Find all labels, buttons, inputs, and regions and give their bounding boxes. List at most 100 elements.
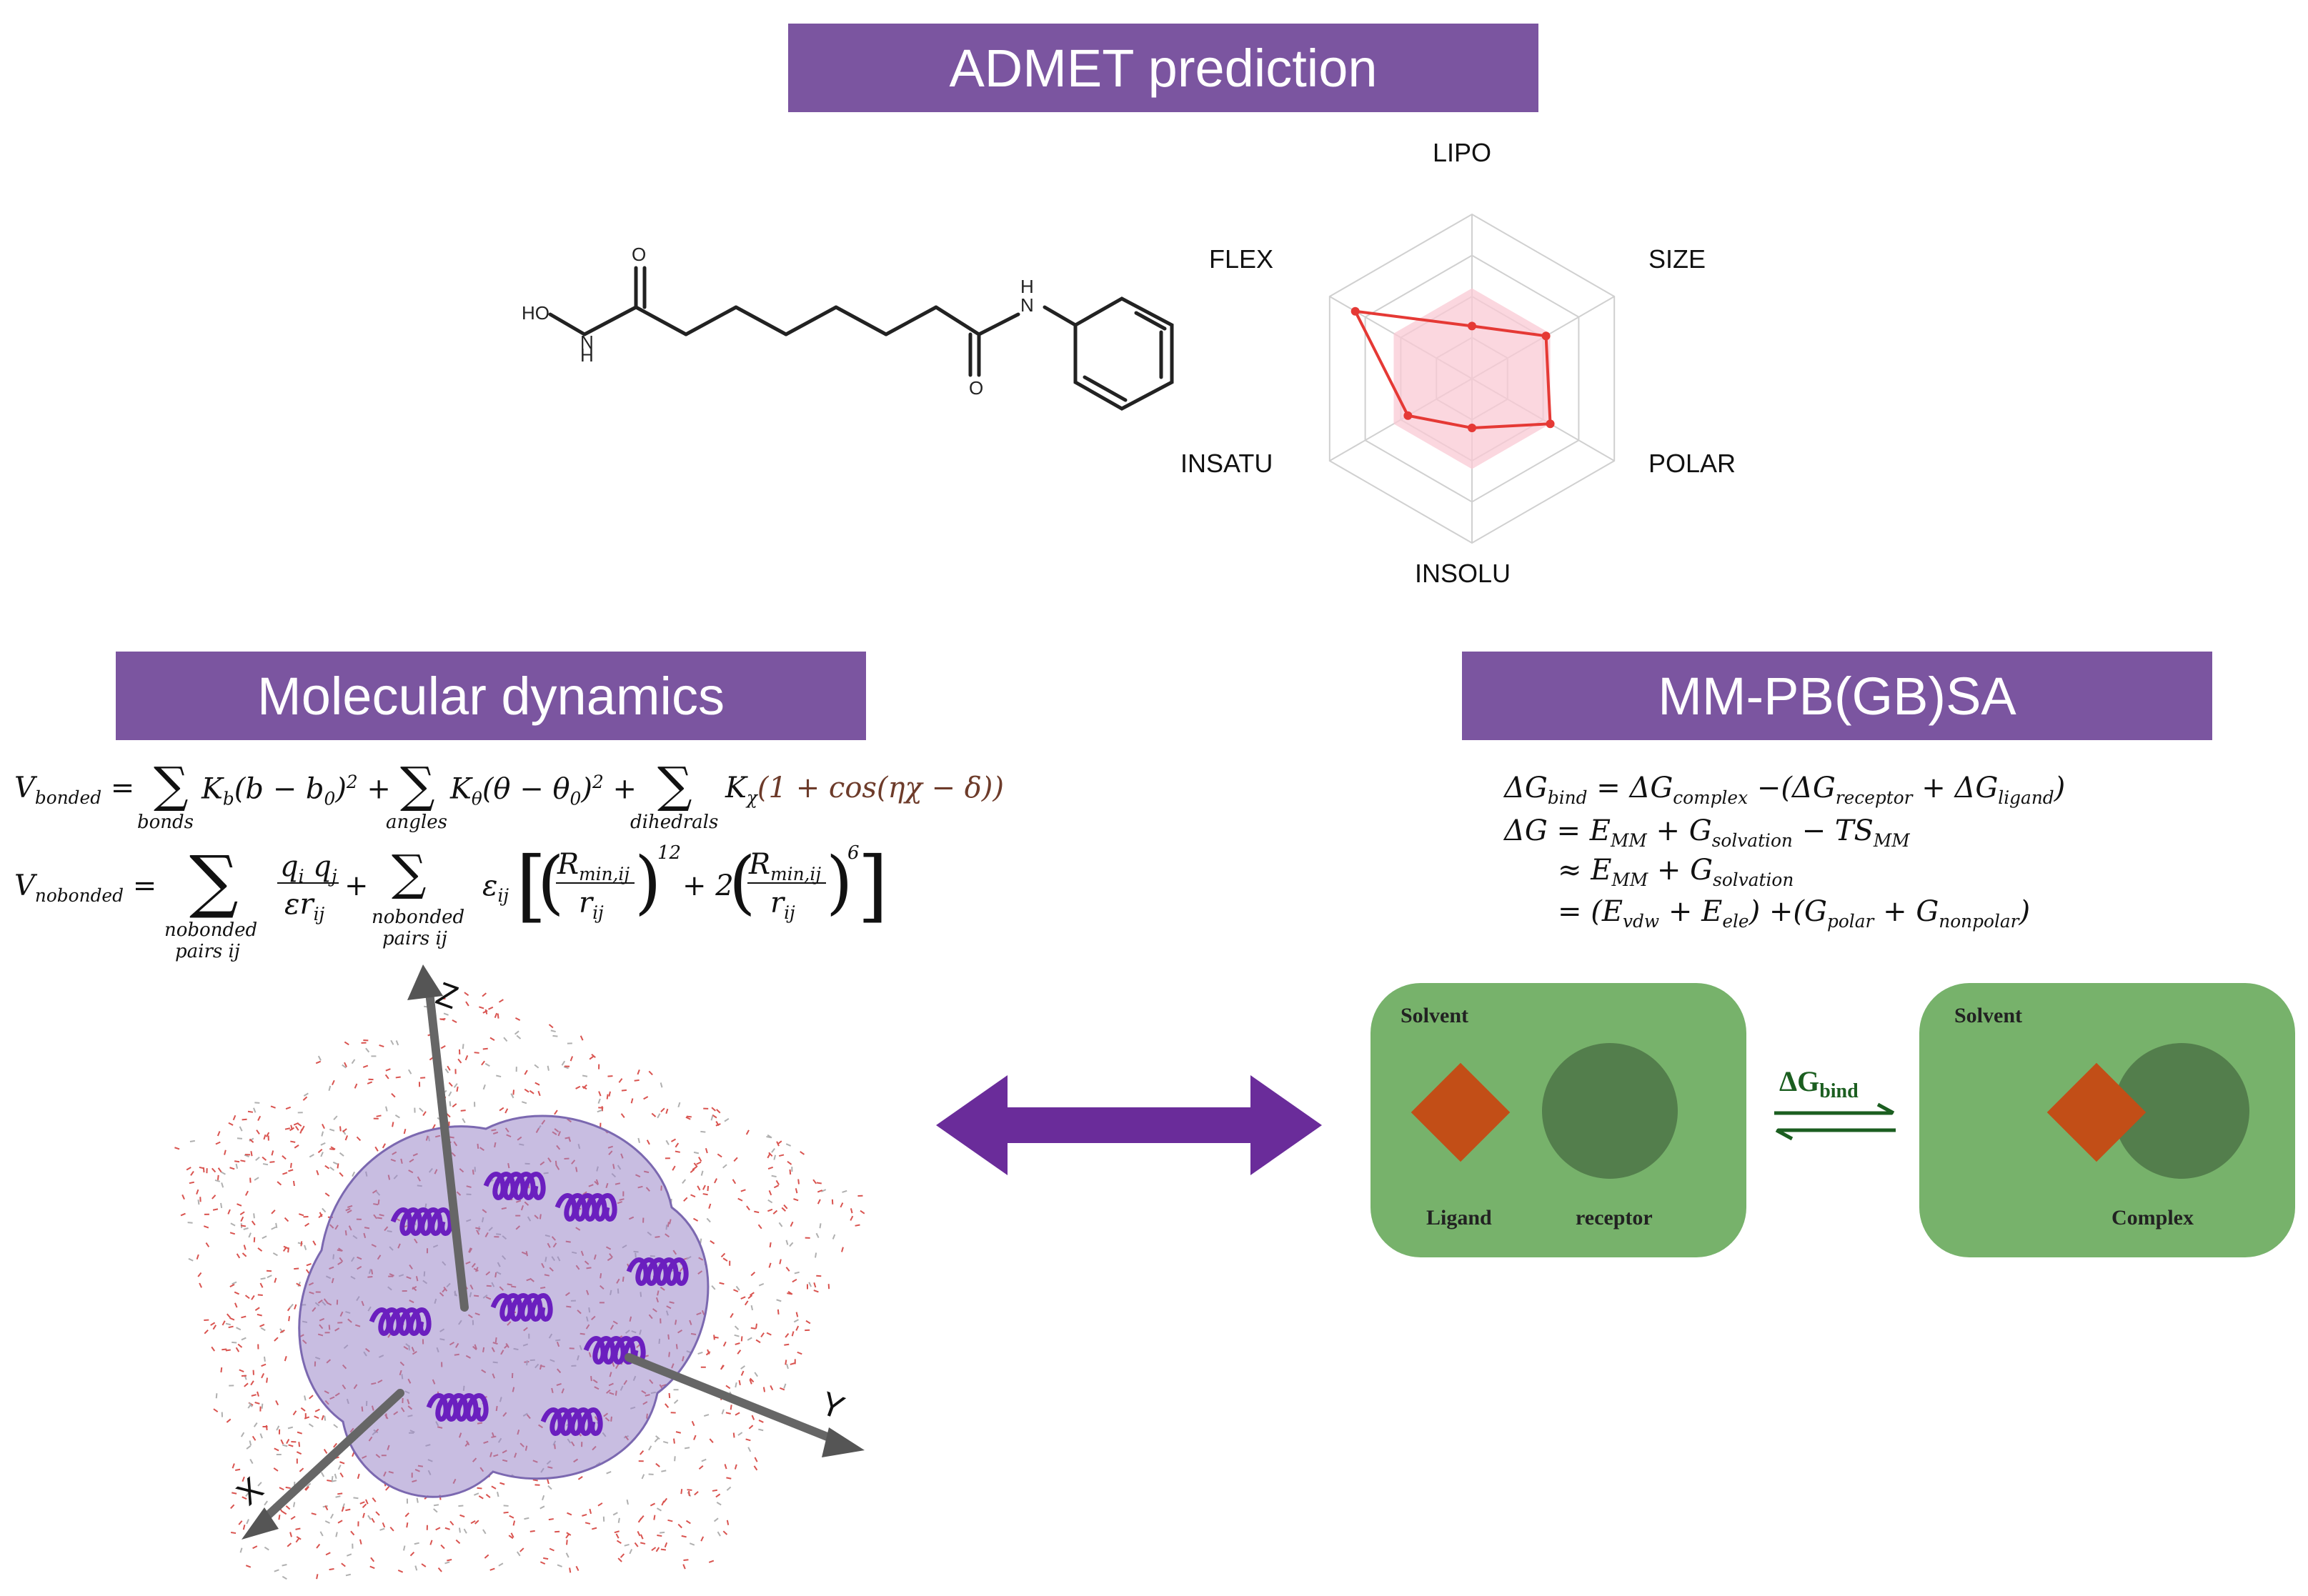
water-molecule bbox=[721, 1409, 725, 1415]
water-molecule bbox=[664, 1542, 668, 1548]
water-molecule bbox=[240, 1225, 247, 1227]
water-molecule bbox=[447, 1065, 451, 1071]
water-molecule bbox=[308, 1423, 314, 1427]
y-axis-arrowhead bbox=[822, 1427, 865, 1457]
water-molecule bbox=[512, 1520, 516, 1526]
water-molecule bbox=[337, 1492, 343, 1495]
water-molecule bbox=[237, 1343, 243, 1348]
water-molecule bbox=[287, 1542, 292, 1547]
admet-radar bbox=[1328, 213, 1616, 544]
water-molecule bbox=[537, 1090, 541, 1097]
water-molecule bbox=[816, 1182, 822, 1184]
water-molecule bbox=[329, 1513, 334, 1519]
water-molecule bbox=[416, 1497, 419, 1503]
water-molecule bbox=[597, 1502, 603, 1507]
water-molecule bbox=[309, 1154, 314, 1158]
water-molecule bbox=[222, 1320, 226, 1326]
water-molecule bbox=[286, 1439, 290, 1445]
water-molecule bbox=[344, 1041, 349, 1046]
water-molecule bbox=[598, 1091, 602, 1097]
water-molecule bbox=[215, 1141, 221, 1145]
water-molecule bbox=[726, 1477, 732, 1480]
water-molecule bbox=[708, 1560, 715, 1563]
water-molecule bbox=[289, 1162, 292, 1168]
water-molecule bbox=[241, 1337, 247, 1341]
water-molecule bbox=[236, 1327, 242, 1331]
water-molecule bbox=[693, 1162, 698, 1168]
water-molecule bbox=[390, 1039, 394, 1045]
water-molecule bbox=[730, 1405, 732, 1410]
water-molecule bbox=[236, 1253, 241, 1259]
water-molecule bbox=[697, 1352, 703, 1355]
water-molecule bbox=[385, 1068, 391, 1072]
water-molecule bbox=[329, 1128, 335, 1132]
water-molecule bbox=[295, 1527, 301, 1530]
water-molecule bbox=[497, 1013, 499, 1019]
water-molecule bbox=[737, 1350, 742, 1355]
water-molecule bbox=[245, 1565, 252, 1568]
water-molecule bbox=[385, 1106, 388, 1112]
water-molecule bbox=[592, 1527, 597, 1530]
water-molecule bbox=[770, 1385, 774, 1391]
water-molecule bbox=[692, 1217, 699, 1222]
water-molecule bbox=[794, 1271, 800, 1275]
water-molecule bbox=[660, 1082, 663, 1088]
water-molecule bbox=[597, 1098, 601, 1104]
water-molecule bbox=[547, 1485, 552, 1490]
water-molecule bbox=[229, 1283, 235, 1288]
water-molecule bbox=[255, 1156, 260, 1161]
water-molecule bbox=[735, 1342, 740, 1345]
water-molecule bbox=[294, 1144, 299, 1149]
water-molecule bbox=[700, 1238, 702, 1244]
water-molecule bbox=[732, 1432, 735, 1438]
water-molecule bbox=[694, 1491, 699, 1496]
water-molecule bbox=[282, 1172, 288, 1175]
water-molecule bbox=[188, 1257, 194, 1262]
water-molecule bbox=[229, 1167, 235, 1170]
water-molecule bbox=[712, 1489, 718, 1492]
water-molecule bbox=[300, 1407, 306, 1412]
water-molecule bbox=[404, 1512, 409, 1517]
water-molecule bbox=[339, 1472, 344, 1478]
water-molecule bbox=[259, 1433, 263, 1439]
water-molecule bbox=[335, 1532, 338, 1537]
protein-helix bbox=[490, 1293, 553, 1322]
water-molecule bbox=[808, 1282, 812, 1287]
water-molecule bbox=[274, 1277, 277, 1283]
radar-point-insolu bbox=[1468, 424, 1476, 432]
ligand-label: Ligand bbox=[1426, 1206, 1492, 1230]
water-molecule bbox=[379, 1044, 384, 1048]
water-molecule bbox=[503, 1505, 509, 1507]
water-molecule bbox=[684, 1447, 690, 1450]
water-molecule bbox=[712, 1114, 717, 1119]
water-molecule bbox=[485, 1494, 491, 1498]
water-molecule bbox=[524, 1069, 528, 1075]
water-molecule bbox=[342, 1128, 347, 1133]
water-molecule bbox=[566, 1532, 572, 1536]
water-molecule bbox=[510, 1532, 514, 1538]
water-molecule bbox=[710, 1115, 714, 1121]
molecule-structure: HO N H O O N H bbox=[522, 244, 1174, 411]
radar-label-insatu: INSATU bbox=[1180, 449, 1273, 478]
water-molecule bbox=[700, 1536, 705, 1542]
water-molecule bbox=[624, 1543, 630, 1547]
water-molecule bbox=[251, 1295, 255, 1300]
water-molecule bbox=[367, 1515, 372, 1520]
protein-helix bbox=[426, 1393, 489, 1422]
water-molecule bbox=[641, 1474, 645, 1480]
water-molecule bbox=[577, 1476, 583, 1480]
water-molecule bbox=[271, 1226, 277, 1230]
water-molecule bbox=[797, 1179, 800, 1184]
water-molecule bbox=[554, 1109, 558, 1115]
water-molecule bbox=[567, 1512, 572, 1516]
water-molecule bbox=[266, 1270, 272, 1272]
water-molecule bbox=[440, 1045, 446, 1049]
water-molecule bbox=[749, 1379, 752, 1385]
admet-title: ADMET prediction bbox=[788, 24, 1538, 112]
water-molecule bbox=[284, 1217, 289, 1222]
water-molecule bbox=[242, 1118, 247, 1121]
water-molecule bbox=[356, 1136, 362, 1142]
water-molecule bbox=[246, 1445, 252, 1450]
x-axis-arrowhead bbox=[242, 1507, 279, 1540]
water-molecule bbox=[275, 1400, 279, 1406]
